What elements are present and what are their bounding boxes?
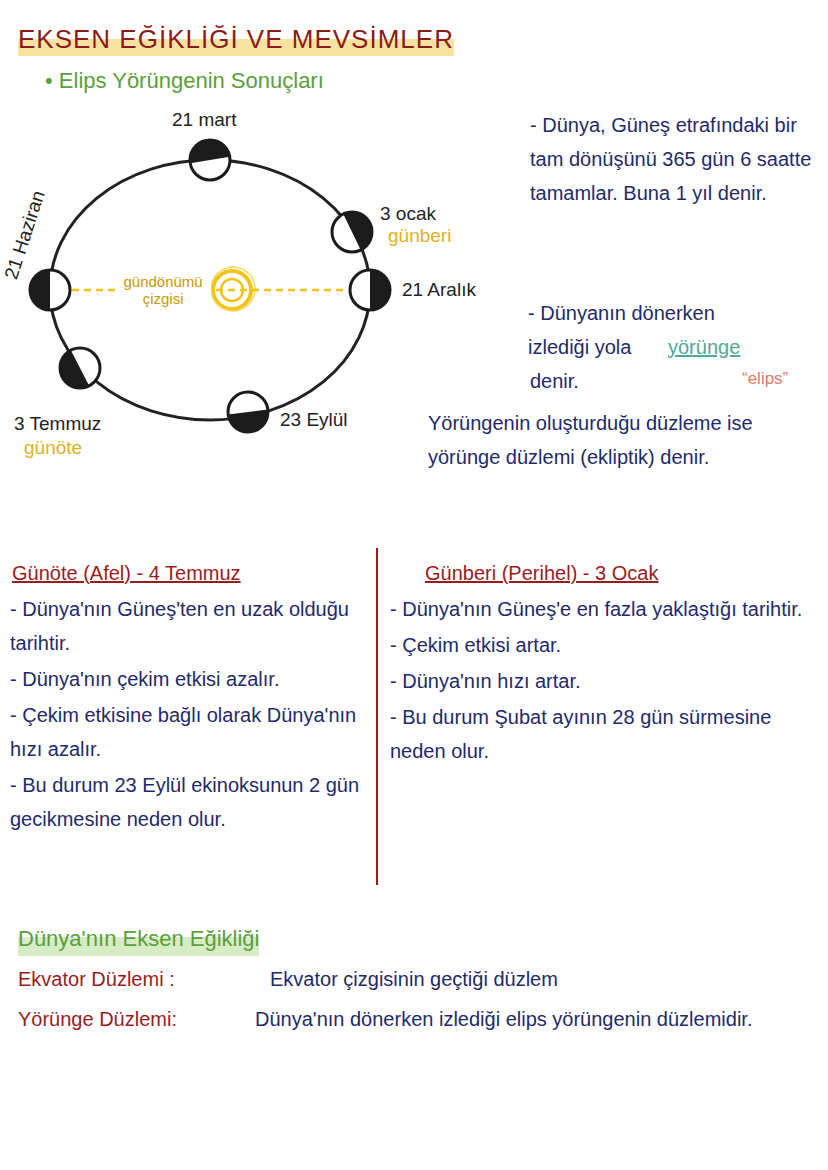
earth-symbol bbox=[58, 346, 102, 390]
column-divider bbox=[376, 548, 378, 885]
list-item: - Dünya'nın Güneş'e en fazla yaklaştığı … bbox=[390, 592, 818, 626]
earth-symbol bbox=[348, 268, 392, 312]
term: Yörünge Düzlemi: bbox=[18, 1002, 177, 1036]
section-heading: • Elips Yörüngenin Sonuçları bbox=[45, 64, 324, 98]
page-title: EKSEN EĞİKLİĞİ VE MEVSİMLER bbox=[18, 22, 454, 56]
earth-position: 3 Temmuzgünöte bbox=[58, 346, 102, 390]
keyword-note: “elips” bbox=[742, 362, 788, 396]
earth-symbol bbox=[330, 210, 374, 254]
column-heading: Günberi (Perihel) - 3 Ocak bbox=[425, 556, 658, 590]
earth-position: 23 Eylül bbox=[226, 390, 270, 434]
date-label: 23 Eylül bbox=[280, 408, 348, 432]
list-item: - Dünya'nın Güneş'ten en uzak olduğu tar… bbox=[10, 592, 370, 660]
earth-position: 21 Aralık bbox=[348, 268, 392, 312]
definition: Dünya'nın dönerken izlediği elips yörüng… bbox=[255, 1002, 815, 1036]
list-item: - Dünya'nın çekim etkisi azalır. bbox=[10, 662, 370, 696]
list-item: - Çekim etkisi artar. bbox=[390, 628, 818, 662]
earth-symbol bbox=[28, 268, 72, 312]
note-text: Yörüngenin oluşturduğu düzleme ise yörün… bbox=[428, 406, 820, 474]
section-heading: Dünya'nın Eksen Eğikliği bbox=[18, 922, 259, 956]
note-text: denir. bbox=[530, 364, 579, 398]
note-text: - Dünya, Güneş etrafındaki bir tam dönüş… bbox=[530, 108, 820, 210]
text-column: - Dünya'nın Güneş'ten en uzak olduğu tar… bbox=[10, 592, 370, 838]
earth-position: 21 mart bbox=[188, 138, 232, 182]
earth-symbol bbox=[226, 390, 270, 434]
text-column: - Dünya'nın Güneş'e en fazla yaklaştığı … bbox=[390, 592, 818, 770]
definition: Ekvator çizgisinin geçtiği düzlem bbox=[270, 962, 810, 996]
earth-position: 21 Haziran bbox=[28, 268, 72, 312]
orbit-point-label: günöte bbox=[24, 436, 82, 460]
edge-label: gündönümü çizgisi bbox=[115, 272, 211, 308]
earth-position: 3 ocakgünberi bbox=[330, 210, 374, 254]
list-item: - Dünya'nın hızı artar. bbox=[390, 664, 818, 698]
earth-symbol bbox=[188, 138, 232, 182]
date-label: 21 Aralık bbox=[402, 278, 476, 302]
date-label: 3 Temmuz bbox=[14, 412, 101, 436]
column-heading: Günöte (Afel) - 4 Temmuz bbox=[12, 556, 241, 590]
orbit-point-label: günberi bbox=[388, 224, 451, 248]
date-label: 3 ocak bbox=[380, 202, 436, 226]
list-item: - Bu durum Şubat ayının 28 gün sürmesine… bbox=[390, 700, 818, 768]
keyword: yörünge bbox=[668, 330, 740, 364]
term: Ekvator Düzlemi : bbox=[18, 962, 175, 996]
list-item: - Bu durum 23 Eylül ekinoksunun 2 gün ge… bbox=[10, 768, 370, 836]
date-label: 21 mart bbox=[172, 108, 236, 132]
list-item: - Çekim etkisine bağlı olarak Dünya'nın … bbox=[10, 698, 370, 766]
orbit-ellipse bbox=[50, 160, 370, 420]
